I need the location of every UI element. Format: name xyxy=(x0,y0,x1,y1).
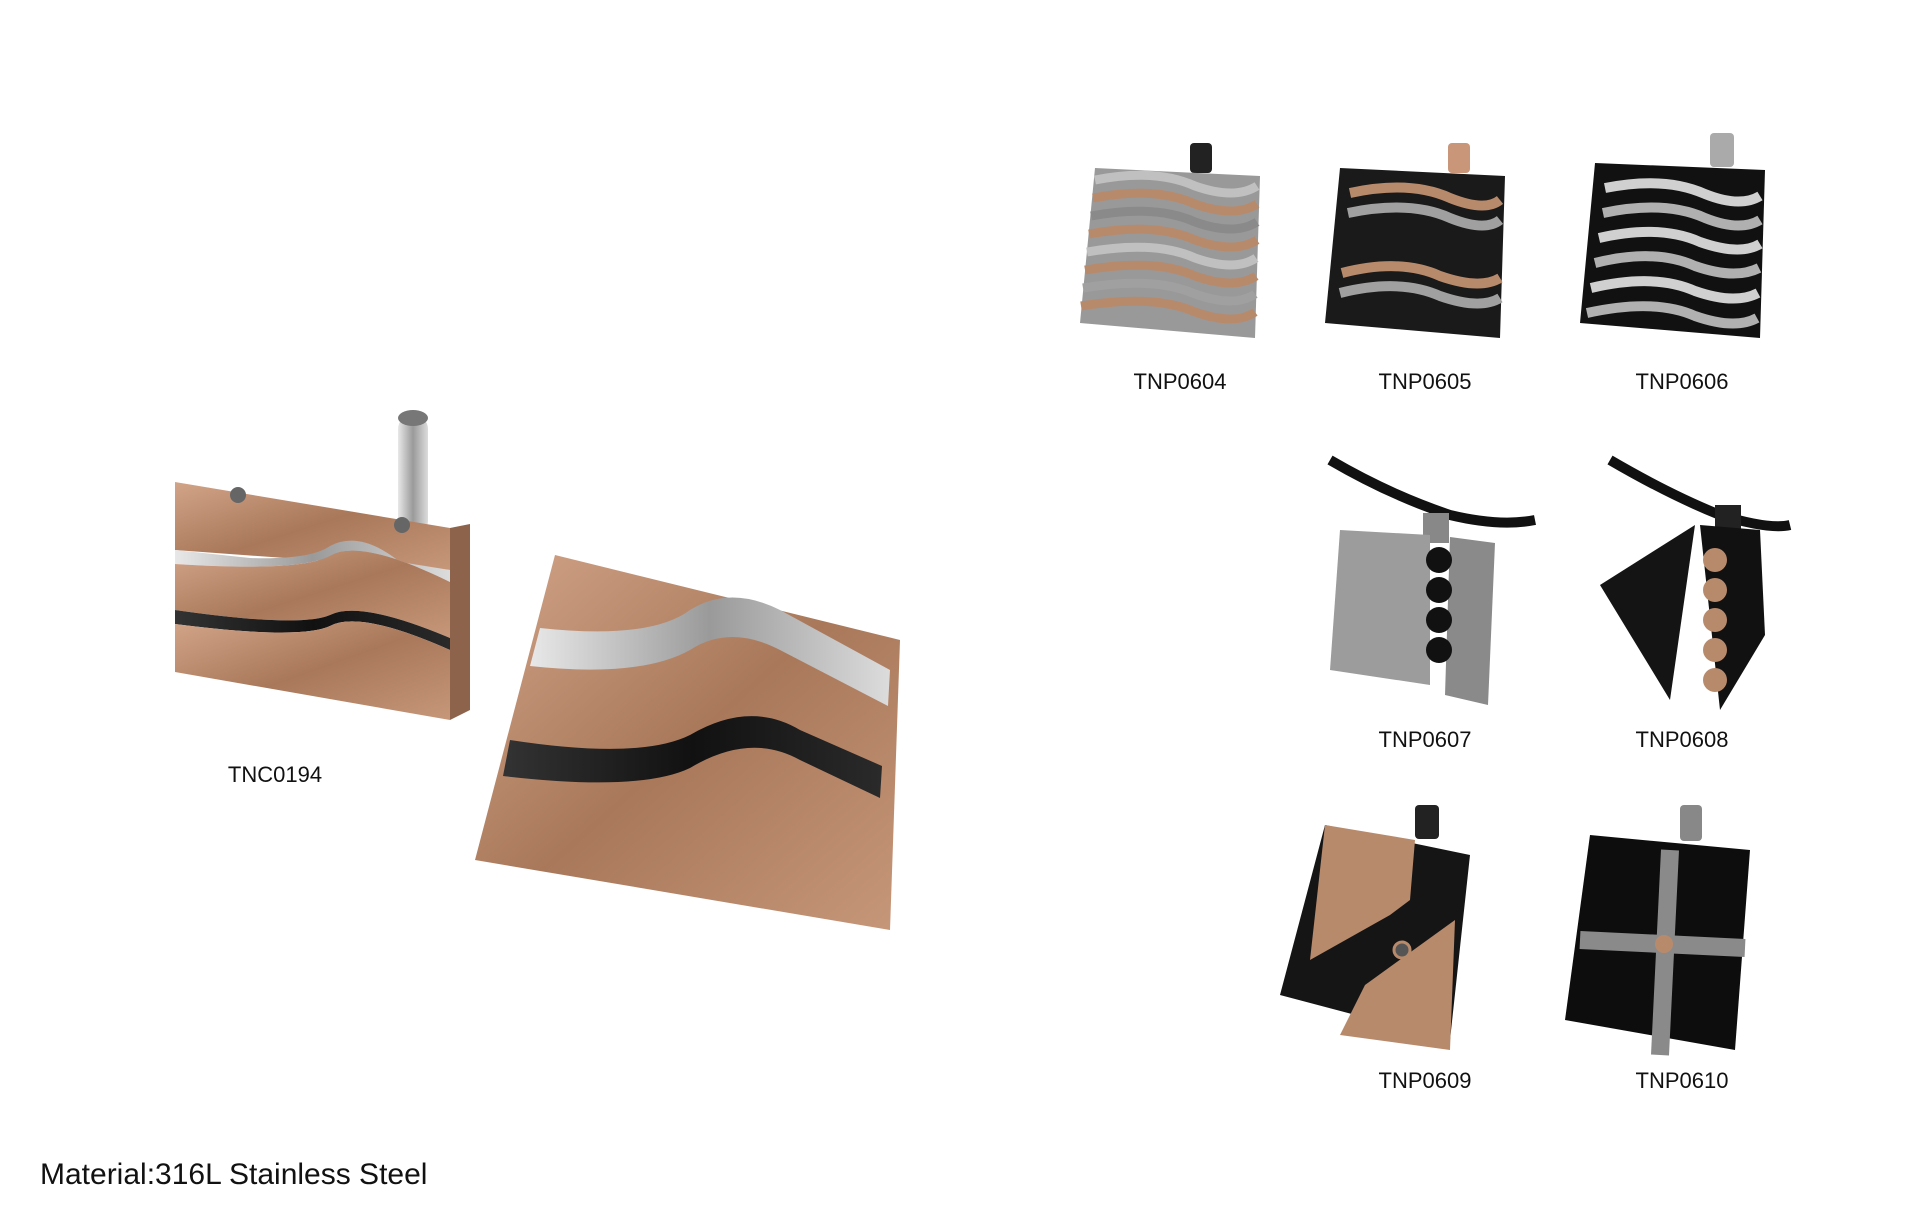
pendant-0610-code: TNP0610 xyxy=(1635,1068,1729,1093)
pendant-0607-code: TNP0607 xyxy=(1378,727,1472,752)
pendant-0608-image xyxy=(1600,455,1792,710)
pendant-0605-image xyxy=(1325,143,1505,338)
cufflink-image xyxy=(175,410,900,930)
pendant-0609-code: TNP0609 xyxy=(1378,1068,1472,1093)
pendant-0609-image xyxy=(1280,805,1470,1050)
pendant-0608-code: TNP0608 xyxy=(1635,727,1729,752)
pendant-0606-code: TNP0606 xyxy=(1635,369,1729,394)
pendant-0604-code: TNP0604 xyxy=(1133,369,1227,394)
cufflink-right xyxy=(475,555,900,930)
pendant-0610-image xyxy=(1565,805,1750,1056)
pendant-0606-image xyxy=(1580,133,1765,338)
material-caption: Material:316L Stainless Steel xyxy=(40,1158,428,1191)
pendant-0607-image xyxy=(1327,455,1536,705)
pendant-0604-image xyxy=(1080,143,1260,338)
cufflink-left xyxy=(175,410,470,720)
cufflink-code: TNC0194 xyxy=(227,762,323,787)
pendant-0605-code: TNP0605 xyxy=(1378,369,1472,394)
